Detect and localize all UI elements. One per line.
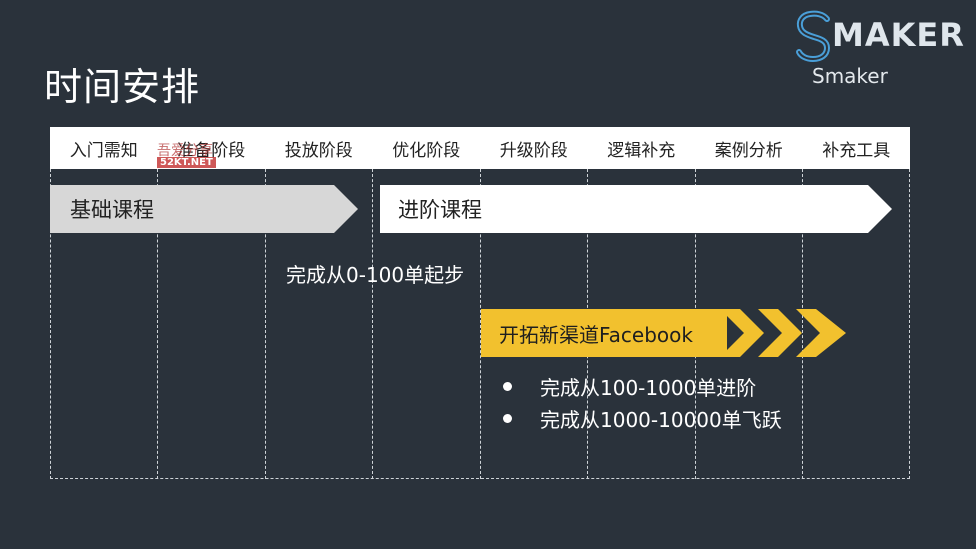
logo-subtitle: Smaker xyxy=(812,64,888,88)
phase-tools: 补充工具 xyxy=(822,140,891,161)
grid-divider xyxy=(480,169,481,479)
bullet-icon xyxy=(503,413,512,423)
grid-divider xyxy=(802,169,803,479)
goal-text: 完成从1000-10000单飞跃 xyxy=(540,407,782,432)
phase-intro: 入门需知 xyxy=(69,140,138,161)
watermark: 吾爱分享 52KT.NET xyxy=(157,140,229,174)
grid-divider xyxy=(157,169,158,479)
goal-item: 完成从1000-10000单飞跃 xyxy=(500,402,782,434)
advanced-course-label: 进阶课程 xyxy=(398,198,482,222)
facebook-channel-banner: 开拓新渠道Facebook xyxy=(481,309,727,357)
start-milestone: 完成从0-100单起步 xyxy=(286,263,465,287)
s-logo-icon xyxy=(796,10,831,63)
chevron-arrows-icon xyxy=(720,309,846,357)
facebook-channel-label: 开拓新渠道Facebook xyxy=(499,322,693,347)
slide-title: 时间安排 xyxy=(44,65,201,109)
goal-list: 完成从100-1000单进阶 完成从1000-10000单飞跃 xyxy=(500,370,782,434)
smaker-logo: MAKER Smaker xyxy=(794,10,964,90)
grid-divider xyxy=(372,169,373,479)
phase-prepare: 准备阶段 xyxy=(177,140,246,161)
advanced-course-arrow: 进阶课程 xyxy=(380,185,892,233)
phase-logic: 逻辑补充 xyxy=(607,140,676,161)
phase-upgrade: 升级阶段 xyxy=(499,140,568,161)
basic-course-arrow: 基础课程 xyxy=(50,185,358,233)
logo-brand: MAKER xyxy=(832,16,965,54)
watermark-top: 吾爱分享 xyxy=(157,143,213,159)
phase-optimize: 优化阶段 xyxy=(392,140,461,161)
basic-course-label: 基础课程 xyxy=(70,198,154,222)
goal-item: 完成从100-1000单进阶 xyxy=(500,370,782,402)
goal-text: 完成从100-1000单进阶 xyxy=(540,375,757,400)
grid-divider xyxy=(265,169,266,479)
phase-cases: 案例分析 xyxy=(714,140,783,161)
watermark-bottom: 52KT.NET xyxy=(157,157,216,168)
bullet-icon xyxy=(503,381,512,391)
phase-launch: 投放阶段 xyxy=(284,140,353,161)
